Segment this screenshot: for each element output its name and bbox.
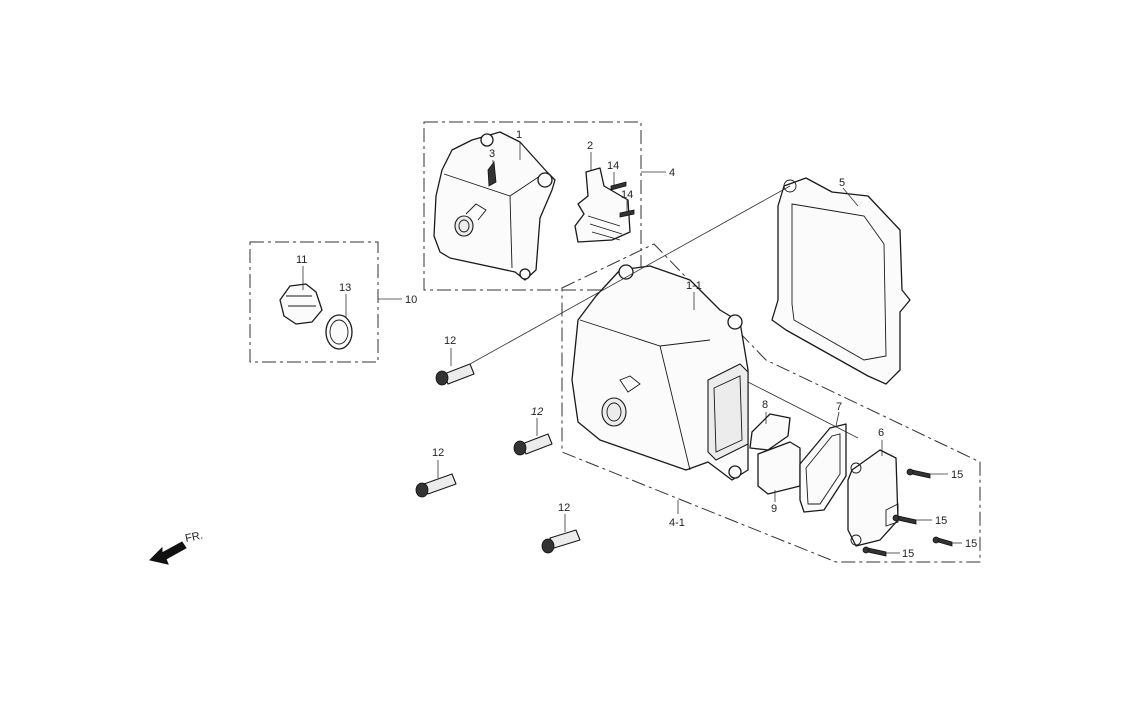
bolt-12-b (513, 433, 553, 456)
o-ring-13 (325, 314, 353, 350)
callout-3: 3 (489, 148, 495, 160)
screw-14-a (610, 181, 627, 191)
cylinder-head-cover-1 (433, 131, 556, 281)
callout-2: 2 (587, 140, 593, 152)
callout-12-a: 12 (444, 335, 456, 347)
front-label: FR. (184, 530, 204, 545)
callout-14-a: 14 (607, 160, 619, 172)
bolt-12-a (435, 363, 475, 386)
bolt-15-c (932, 536, 953, 547)
callout-15-b: 15 (935, 515, 947, 527)
callouts: 1 3 2 14 14 4 5 1-1 4-1 11 13 10 12 12 1… (296, 129, 977, 560)
callout-15-a: 15 (951, 469, 963, 481)
bolt-15-d (862, 546, 887, 557)
baffle-plate-2 (574, 167, 631, 243)
group-box-4-1 (561, 243, 981, 563)
callout-12-c: 12 (432, 447, 444, 459)
callout-12-b: 12 (531, 406, 543, 418)
bolt-15-a (906, 468, 931, 479)
oil-filler-cap-11 (279, 283, 323, 325)
callout-8: 8 (762, 399, 768, 411)
callout-13: 13 (339, 282, 351, 294)
bolt-15-b (892, 514, 917, 525)
separator-8 (749, 413, 791, 451)
callout-9: 9 (771, 503, 777, 515)
screw-14-b (619, 209, 635, 218)
arrow-left-icon (149, 541, 187, 565)
callout-1: 1 (516, 129, 522, 141)
callout-14-b: 14 (621, 189, 633, 201)
callout-4-1: 4-1 (669, 517, 685, 529)
callout-11: 11 (296, 254, 307, 266)
leader-lines (302, 142, 962, 554)
alignment-lines (469, 185, 859, 439)
callout-10: 10 (405, 294, 417, 306)
callout-15-c: 15 (965, 538, 977, 550)
callout-7: 7 (836, 401, 842, 413)
gasket-7 (799, 423, 847, 513)
bolt-12-d (541, 529, 581, 554)
breather-cover-6 (847, 449, 899, 547)
callout-5: 5 (839, 177, 845, 189)
callout-4: 4 (669, 167, 675, 179)
callout-1-1: 1-1 (686, 280, 702, 292)
cylinder-head-cover-1-1 (571, 264, 749, 481)
group-box-10 (249, 241, 379, 363)
bolt-12-c (415, 473, 457, 498)
front-direction-indicator: FR. (149, 530, 204, 565)
cover-gasket-5 (771, 177, 911, 385)
callout-12-d: 12 (558, 502, 570, 514)
callout-15-d: 15 (902, 548, 914, 560)
callout-6: 6 (878, 427, 884, 439)
